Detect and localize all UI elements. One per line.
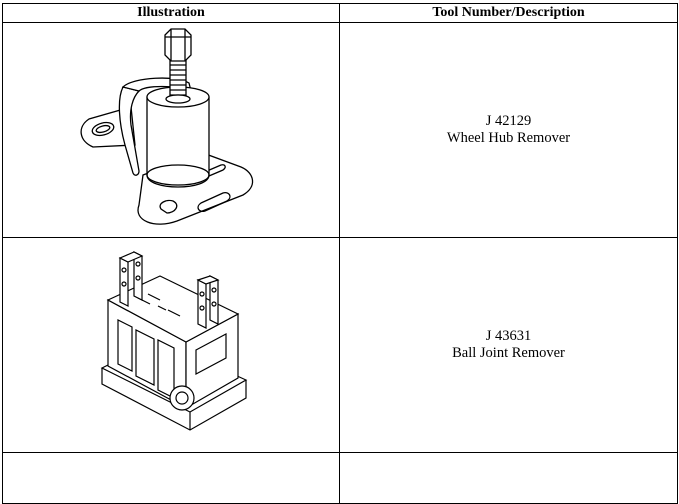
illustration-cell bbox=[2, 22, 340, 238]
header-illustration: Illustration bbox=[2, 3, 340, 23]
table-row bbox=[2, 452, 678, 504]
tool-number: J 43631 bbox=[485, 328, 532, 344]
illustration-cell bbox=[2, 237, 340, 453]
description-cell: J 43631 Ball Joint Remover bbox=[339, 237, 678, 453]
tool-table: Illustration Tool Number/Description bbox=[2, 3, 678, 504]
wheel-hub-remover-drawing bbox=[80, 28, 254, 225]
description-cell bbox=[339, 452, 678, 504]
tool-number: J 42129 bbox=[485, 113, 532, 129]
description-cell: J 42129 Wheel Hub Remover bbox=[339, 22, 678, 238]
header-tool-description: Tool Number/Description bbox=[339, 3, 678, 23]
table-header-row: Illustration Tool Number/Description bbox=[2, 3, 678, 23]
tool-description: Wheel Hub Remover bbox=[446, 130, 571, 146]
ball-joint-remover-drawing bbox=[100, 251, 248, 431]
table-row: J 42129 Wheel Hub Remover bbox=[2, 22, 678, 238]
illustration-cell bbox=[2, 452, 340, 504]
tool-description: Ball Joint Remover bbox=[452, 345, 565, 361]
table-row: J 43631 Ball Joint Remover bbox=[2, 237, 678, 453]
